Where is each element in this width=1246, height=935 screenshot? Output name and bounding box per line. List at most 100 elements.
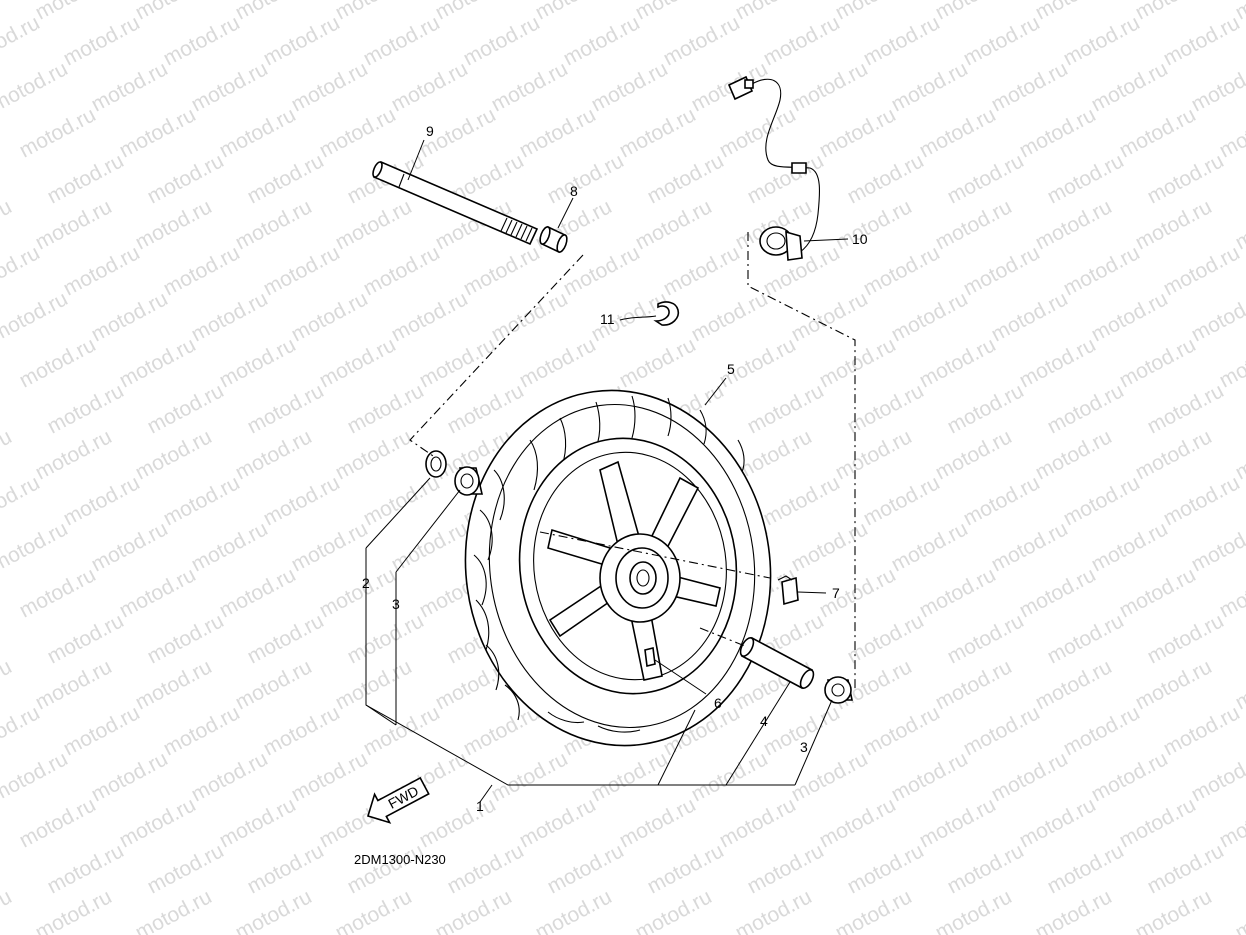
watermark-text: motod.ru [260, 11, 344, 70]
watermark-text: motod.ru [616, 793, 700, 852]
spacer-part[interactable] [738, 636, 816, 690]
watermark-text: motod.ru [1216, 103, 1246, 162]
watermark-text: motod.ru [888, 287, 972, 346]
watermark-text: motod.ru [132, 195, 216, 254]
callout-8: 8 [570, 183, 578, 199]
wheel-assembly[interactable] [443, 371, 794, 766]
watermark-text: motod.ru [944, 149, 1028, 208]
watermark-text: motod.ru [16, 103, 100, 162]
watermark-text: motod.ru [60, 241, 144, 300]
watermark-text: motod.ru [0, 701, 44, 760]
watermark-text: motod.ru [288, 287, 372, 346]
watermark-text: motod.ru [944, 379, 1028, 438]
watermark-text: motod.ru [1044, 839, 1128, 898]
watermark-text: motod.ru [232, 0, 316, 24]
watermark-text: motod.ru [316, 333, 400, 392]
watermark-text: motod.ru [416, 793, 500, 852]
callout-4: 4 [760, 713, 768, 729]
watermark-text: motod.ru [332, 885, 416, 935]
clip-part[interactable] [653, 301, 680, 326]
watermark-text: motod.ru [132, 885, 216, 935]
watermark-text: motod.ru [1144, 379, 1228, 438]
watermark-text: motod.ru [316, 103, 400, 162]
watermark-text: motod.ru [0, 287, 72, 346]
watermark-text: motod.ru [560, 241, 644, 300]
watermark-text: motod.ru [16, 563, 100, 622]
watermark-text: motod.ru [544, 839, 628, 898]
watermark-text: motod.ru [488, 747, 572, 806]
watermark-text: motod.ru [616, 333, 700, 392]
watermark-text: motod.ru [988, 517, 1072, 576]
axle-part[interactable] [371, 160, 539, 246]
watermark-text: motod.ru [1132, 0, 1216, 24]
watermark-text: motod.ru [88, 747, 172, 806]
callout-11: 11 [600, 311, 615, 327]
watermark-text: motod.ru [1144, 609, 1228, 668]
watermark-text: motod.ru [932, 195, 1016, 254]
watermark-text: motod.ru [260, 701, 344, 760]
watermark-text: motod.ru [144, 839, 228, 898]
watermark-text: motod.ru [732, 0, 816, 24]
watermark-text: motod.ru [116, 103, 200, 162]
watermark-text: motod.ru [1032, 425, 1116, 484]
watermark-text: motod.ru [960, 701, 1044, 760]
oil-seal-left-part[interactable] [425, 450, 447, 478]
watermark-text: motod.ru [932, 0, 1016, 24]
watermark-text: motod.ru [1160, 471, 1244, 530]
watermark-text: motod.ru [632, 195, 716, 254]
watermark-text: motod.ru [1060, 701, 1144, 760]
watermark-text: motod.ru [460, 11, 544, 70]
watermark-text: motod.ru [388, 517, 472, 576]
watermark-text: motod.ru [232, 655, 316, 714]
speed-sensor-part[interactable] [727, 75, 821, 261]
watermark-text: motod.ru [732, 885, 816, 935]
watermark-text: motod.ru [260, 471, 344, 530]
balance-weight-part[interactable] [777, 575, 799, 606]
watermark-text: motod.ru [144, 379, 228, 438]
watermark-text: motod.ru [888, 517, 972, 576]
watermark-text: motod.ru [644, 839, 728, 898]
watermark-text: motod.ru [860, 471, 944, 530]
watermark-text: motod.ru [0, 425, 16, 484]
watermark-text: motod.ru [60, 471, 144, 530]
watermark-text: motod.ru [632, 885, 716, 935]
watermark-text: motod.ru [344, 379, 428, 438]
watermark-text: motod.ru [60, 701, 144, 760]
watermark-text: motod.ru [932, 425, 1016, 484]
watermark-text: motod.ru [16, 793, 100, 852]
watermark-text: motod.ru [788, 287, 872, 346]
watermark-text: motod.ru [88, 57, 172, 116]
watermark-text: motod.ru [1060, 471, 1144, 530]
watermark-text: motod.ru [616, 103, 700, 162]
assembly-lines [409, 232, 856, 690]
watermark-text: motod.ru [944, 839, 1028, 898]
watermark-text: motod.ru [1216, 793, 1246, 852]
bearing-left-part[interactable] [454, 466, 484, 496]
watermark-text: motod.ru [844, 839, 928, 898]
watermark-text: motod.ru [460, 241, 544, 300]
watermark-text: motod.ru [1132, 195, 1216, 254]
watermark-text: motod.ru [1116, 103, 1200, 162]
watermark-text: motod.ru [944, 609, 1028, 668]
watermark-text: motod.ru [288, 57, 372, 116]
watermark-text: motod.ru [360, 701, 444, 760]
watermark-text: motod.ru [288, 517, 372, 576]
watermark-text: motod.ru [916, 563, 1000, 622]
bearing-right-part[interactable] [824, 676, 853, 704]
watermark-text: motod.ru [1132, 655, 1216, 714]
watermark-text: motod.ru [88, 517, 172, 576]
watermark-text: motod.ru [832, 195, 916, 254]
watermark-text: motod.ru [116, 563, 200, 622]
watermark-text: motod.ru [244, 379, 328, 438]
watermark-text: motod.ru [744, 379, 828, 438]
watermark-text: motod.ru [1188, 517, 1246, 576]
watermark-text: motod.ru [160, 241, 244, 300]
watermark-text: motod.ru [160, 701, 244, 760]
watermark-text: motod.ru [144, 609, 228, 668]
collar-part[interactable] [538, 225, 569, 254]
watermark-text: motod.ru [44, 379, 128, 438]
watermark-text: motod.ru [516, 333, 600, 392]
watermark-text: motod.ru [916, 333, 1000, 392]
watermark-text: motod.ru [816, 563, 900, 622]
